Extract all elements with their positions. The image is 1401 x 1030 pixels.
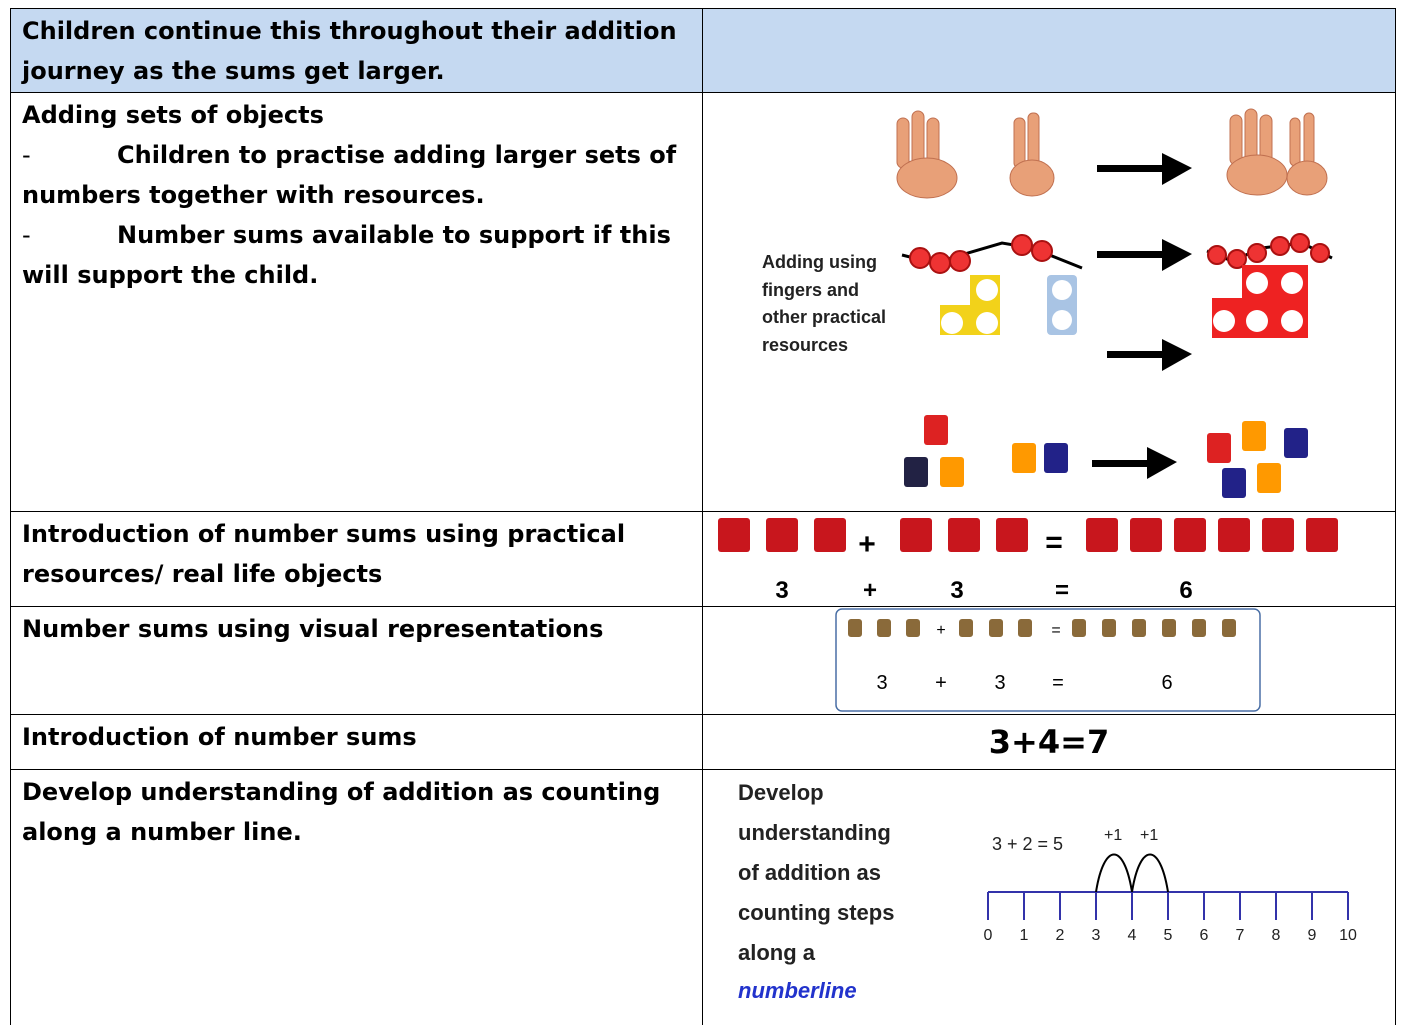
- numberline-tick-label: 2: [1056, 927, 1065, 944]
- table-row-number-sums: Introduction of number sums 3+4=7: [10, 714, 1396, 769]
- caption-line: counting steps: [738, 900, 894, 925]
- caption-line: Develop: [738, 780, 824, 805]
- cubes-image: [904, 415, 1308, 498]
- header-bottom-border: [10, 92, 1396, 93]
- table-border-middle: [702, 8, 703, 1025]
- numberline-tick-label: 8: [1272, 927, 1281, 944]
- caption-line: Adding using: [762, 252, 877, 272]
- eq-equals: =: [1055, 577, 1069, 604]
- numberline-illustration: Develop understanding of addition as cou…: [702, 770, 1396, 1025]
- table-row-visual: Number sums using visual representations…: [10, 606, 1396, 714]
- bullet-dash: -: [22, 141, 31, 169]
- visual-a: 3: [876, 672, 887, 694]
- table-row-header: Children continue this throughout their …: [10, 8, 1396, 92]
- table-row-adding-sets: Adding sets of objects - Children to prac…: [10, 92, 1396, 511]
- numberline-tick-label: 4: [1128, 927, 1137, 944]
- caption-line: fingers and: [762, 280, 859, 300]
- visual-plus-2: +: [935, 672, 947, 694]
- visual-equals: =: [1051, 622, 1060, 639]
- visual-equation: + = 3 + 3 = 6: [702, 607, 1396, 714]
- eq-plus: +: [863, 577, 877, 604]
- fingers-image: [896, 108, 1328, 199]
- jump-label: +1: [1140, 827, 1158, 844]
- caption-line: along a: [738, 940, 816, 965]
- visual-plus: +: [936, 622, 945, 639]
- numberline-link[interactable]: numberline: [738, 978, 857, 1003]
- cubes-equation: + = 3 + 3 = 6: [702, 512, 1396, 606]
- equals-sign: =: [1045, 526, 1063, 559]
- bullet-text: Number sums available to support if this: [117, 221, 671, 249]
- eq-b: 3: [950, 577, 963, 604]
- visual-equals-2: =: [1052, 672, 1064, 694]
- caption-line: of addition as: [738, 860, 881, 885]
- plus-sign: +: [858, 528, 876, 561]
- resources-illustration: Adding using fingers and other practical…: [702, 93, 1396, 511]
- row-title: Adding sets of objects: [22, 101, 324, 129]
- caption-line: resources: [762, 335, 848, 355]
- jump-arc: [1095, 853, 1133, 893]
- numberline-tick-label: 3: [1092, 927, 1101, 944]
- addition-table: Children continue this throughout their …: [10, 8, 1396, 1025]
- arrow-icon: [1092, 153, 1192, 479]
- sum-example: 3+4=7: [988, 723, 1110, 761]
- bullet-dash: -: [22, 221, 31, 249]
- numberline-axis: 0 1 2 3 4 5 6 7 8 9 10: [984, 853, 1357, 944]
- table-row-practical: Introduction of number sums using practi…: [10, 511, 1396, 606]
- cat-icon: [848, 619, 1236, 637]
- numberline-tick-label: 6: [1200, 927, 1209, 944]
- visual-b: 3: [994, 672, 1005, 694]
- numberline-tick-label: 10: [1339, 927, 1357, 944]
- numberline-tick-label: 5: [1164, 927, 1173, 944]
- header-text: Children continue this throughout their …: [22, 17, 677, 85]
- table-border-left: [10, 8, 11, 1025]
- eq-a: 3: [775, 577, 788, 604]
- jump-label: +1: [1104, 827, 1122, 844]
- numberline-tick-label: 1: [1020, 927, 1029, 944]
- numberline-tick-label: 0: [984, 927, 993, 944]
- beads-image: [901, 233, 1333, 274]
- visual-c: 6: [1161, 672, 1172, 694]
- numberline-equation: 3 + 2 = 5: [992, 834, 1063, 854]
- eq-c: 6: [1179, 577, 1192, 604]
- table-border-right: [1395, 8, 1396, 1025]
- caption-line: understanding: [738, 820, 891, 845]
- jump-arc: [1131, 853, 1169, 893]
- red-cube-icon: [718, 518, 1338, 552]
- numicon-image: [940, 265, 1308, 338]
- caption-line: other practical: [762, 307, 886, 327]
- bullet-text: Children to practise adding larger sets …: [117, 141, 677, 169]
- numberline-tick-label: 7: [1236, 927, 1245, 944]
- table-row-numberline: Develop understanding of addition as cou…: [10, 769, 1396, 1025]
- numberline-tick-label: 9: [1308, 927, 1317, 944]
